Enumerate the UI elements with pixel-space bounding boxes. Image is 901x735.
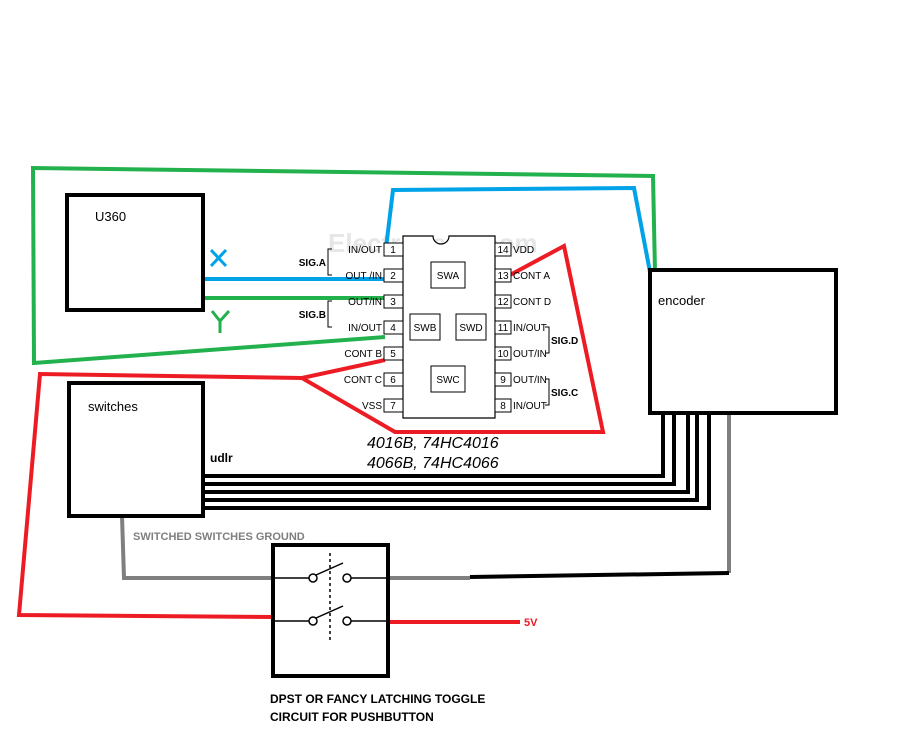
pin-box-3 [383, 294, 404, 309]
group-bracket-1 [327, 300, 332, 328]
pin-box-5 [383, 346, 404, 361]
dpst-box [271, 543, 390, 678]
switch-swc [430, 365, 466, 393]
pin-number-12: 12 [497, 297, 509, 308]
pin-box-14 [494, 242, 512, 257]
pin-name-14: VDD [513, 245, 534, 256]
pin-name-5: CONT B [344, 349, 382, 360]
pin-name-2: OUT /IN [346, 271, 382, 282]
pin-name-9: OUT/IN [513, 375, 547, 386]
pin-name-3: OUT/IN [348, 297, 382, 308]
group-bracket-3 [545, 378, 550, 406]
dpst-label-line2: CIRCUIT FOR PUSHBUTTON [270, 710, 434, 724]
gray-wire-ground [120, 515, 273, 580]
pin-box-4 [383, 320, 404, 335]
pin-name-11: IN/OUT [513, 323, 547, 334]
group-bracket-0 [327, 248, 332, 276]
pin-number-7: 7 [390, 401, 396, 412]
pin-box-7 [383, 398, 404, 413]
ground-label: SWITCHED SWITCHES GROUND [133, 531, 305, 543]
udlr-label: udlr [210, 451, 233, 465]
switch-swb [409, 313, 441, 341]
switch-label-swa: SWA [437, 271, 460, 282]
pin-number-13: 13 [497, 271, 509, 282]
pin-number-11: 11 [498, 323, 509, 334]
pin-box-6 [383, 372, 404, 387]
red-wire-5v-loop [16, 358, 386, 619]
switches-box [67, 381, 205, 518]
green-wire-loop [30, 165, 657, 366]
pin-box-12 [494, 294, 512, 309]
switch-label-swb: SWB [414, 323, 437, 334]
pin-name-10: OUT/IN [513, 349, 547, 360]
pin-box-10 [494, 346, 512, 361]
switches-label: switches [88, 399, 138, 414]
u360-box [65, 193, 205, 312]
pin-box-11 [494, 320, 512, 335]
udlr-bus [203, 414, 711, 510]
dpst-label-line1: DPST OR FANCY LATCHING TOGGLE [270, 692, 485, 706]
switch-label-swd: SWD [459, 323, 482, 334]
group-label-sigd: SIG.D [551, 336, 578, 347]
x-label [209, 248, 228, 268]
group-label-sigc: SIG.C [551, 388, 578, 399]
pin-number-8: 8 [500, 401, 506, 412]
pin-box-2 [383, 268, 404, 283]
pin-number-4: 4 [390, 323, 396, 334]
chip-body [402, 235, 496, 419]
group-bracket-2 [545, 326, 550, 354]
u360-label: U360 [95, 209, 126, 224]
black-wire-ground [469, 571, 730, 579]
red-wire-control [300, 242, 606, 434]
switch-label-swc: SWC [436, 375, 459, 386]
pin-name-12: CONT D [513, 297, 551, 308]
pin-name-4: IN/OUT [348, 323, 382, 334]
pin-number-9: 9 [500, 375, 506, 386]
pin-number-5: 5 [390, 349, 396, 360]
pin-box-8 [494, 398, 512, 413]
part-number-1: 4016B, 74HC4016 [367, 435, 499, 452]
pin-name-13: CONT A [513, 271, 550, 282]
pin-name-1: IN/OUT [348, 245, 382, 256]
switch-swa [430, 261, 466, 289]
encoder-box [648, 268, 838, 415]
y-label [210, 309, 231, 333]
pin-number-2: 2 [390, 271, 396, 282]
pin-number-10: 10 [497, 349, 509, 360]
pin-box-9 [494, 372, 512, 387]
group-label-sigb: SIG.B [299, 310, 326, 321]
pin-box-13 [494, 268, 512, 283]
switch-swd [455, 313, 487, 341]
pin-number-14: 14 [497, 245, 509, 256]
pin-number-6: 6 [390, 375, 396, 386]
part-number-2: 4066B, 74HC4066 [367, 455, 499, 472]
encoder-label: encoder [658, 293, 706, 308]
pin-number-3: 3 [390, 297, 396, 308]
dpst-switch-symbol [275, 553, 386, 640]
pin-name-7: VSS [362, 401, 382, 412]
5v-label: 5V [524, 617, 538, 629]
pin-number-1: 1 [390, 245, 396, 256]
blue-wire-top [384, 185, 652, 273]
pin-name-6: CONT C [344, 375, 382, 386]
pin-name-8: IN/OUT [513, 401, 547, 412]
group-label-siga: SIG.A [299, 258, 326, 269]
pin-box-1 [383, 242, 404, 257]
